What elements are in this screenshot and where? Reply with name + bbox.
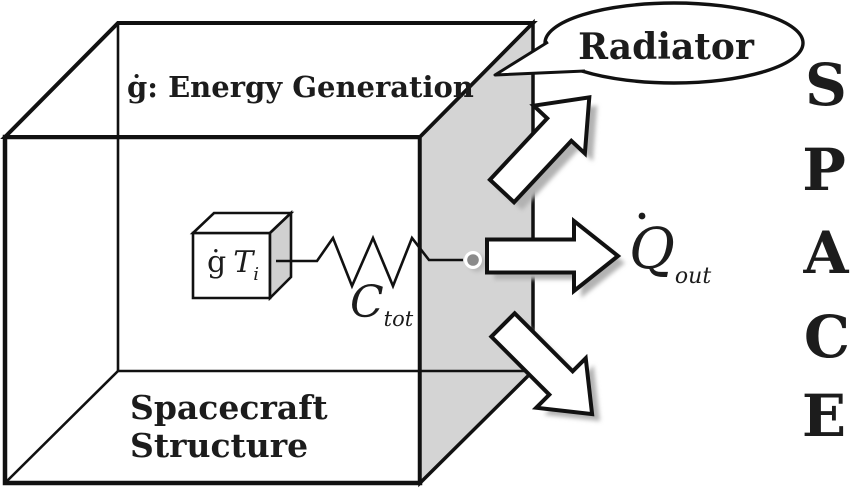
q-out-base: Q (629, 217, 675, 282)
space-letter-s: S (805, 51, 847, 119)
node-label-sub-i: i (253, 264, 259, 285)
q-out-label: Qout (629, 217, 711, 289)
box-bottom-left-diagonal-edge (4, 370, 119, 484)
conductance-spring (276, 234, 463, 290)
c-tot-sub: tot (384, 307, 414, 331)
node-label-gdot: ġ (207, 245, 226, 280)
arrow-down-right (488, 310, 595, 417)
spacecraft-structure-label-line1: Spacecraft (130, 388, 328, 427)
space-letter-e: E (802, 382, 846, 450)
radiator-label: Radiator (578, 26, 755, 68)
space-letter-a: A (802, 219, 849, 287)
node-label-T: T (233, 245, 255, 280)
spacecraft-structure-label-line2: Structure (130, 426, 308, 465)
wall-node-dot (467, 254, 479, 266)
arrow-up-right (487, 95, 592, 206)
q-out-sub: out (675, 264, 711, 289)
node-cube-right-face (268, 209, 293, 302)
space-label: S P A C E (802, 51, 850, 450)
radiator-bubble-tail (493, 40, 586, 77)
space-letter-c: C (804, 303, 850, 371)
energy-generation-label: ġ: Energy Generation (127, 70, 474, 104)
c-tot-base: C (350, 277, 384, 328)
c-tot-label: Ctot (350, 277, 414, 331)
heat-arrows (485, 95, 622, 417)
arrow-right (485, 216, 622, 296)
q-overdot (638, 212, 646, 220)
space-letter-p: P (802, 136, 846, 204)
